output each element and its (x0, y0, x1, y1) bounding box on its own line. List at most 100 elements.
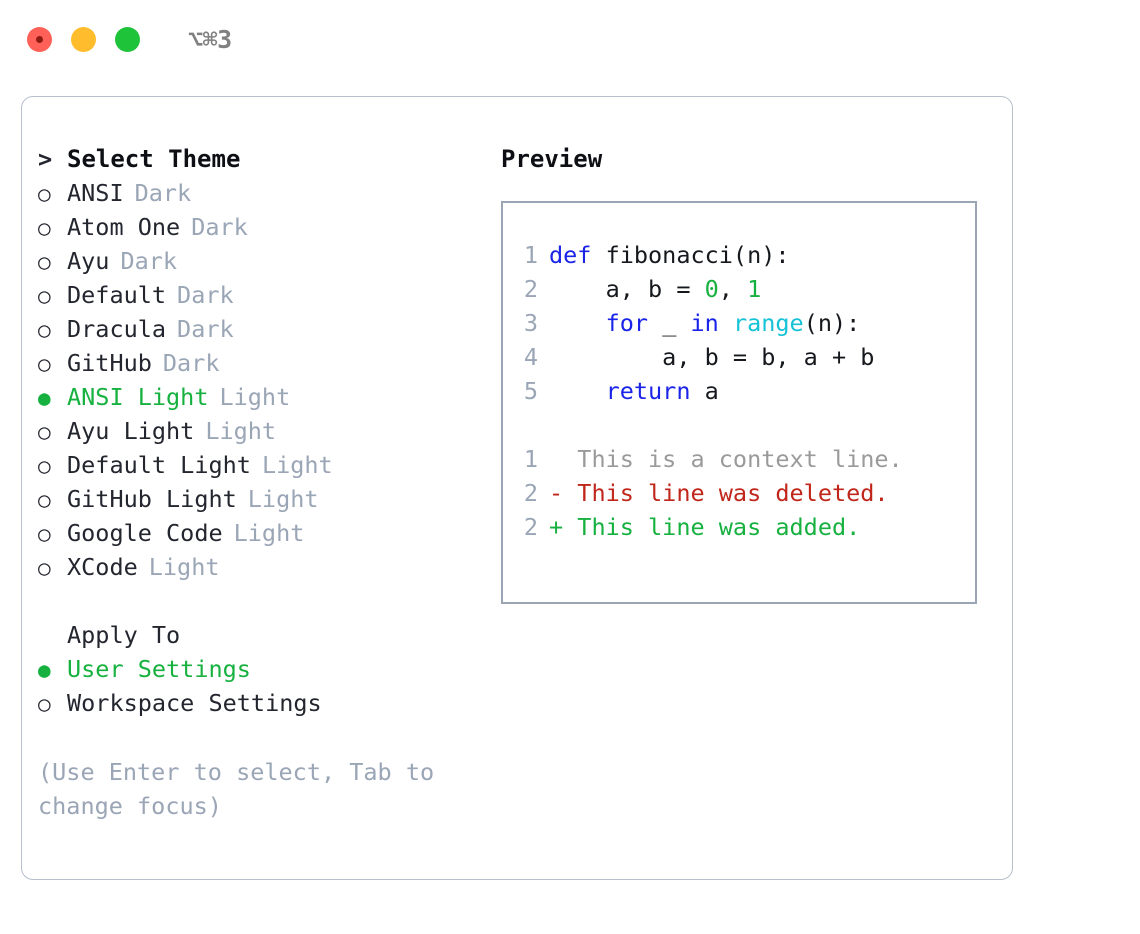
theme-option-google-code[interactable]: ○ Google Code Light (38, 519, 478, 553)
title-bar: ⌥⌘3 (0, 0, 1140, 78)
theme-option-label: Google Code (67, 519, 223, 547)
line-number: 2 (523, 275, 538, 303)
theme-option-ansi[interactable]: ○ ANSI Dark (38, 179, 478, 213)
theme-variant-badge: Light (205, 417, 277, 445)
code-token-num: 0 (704, 275, 719, 303)
apply-to-option-workspace-settings[interactable]: ○ Workspace Settings (38, 689, 478, 723)
apply-to-list: ● User Settings ○ Workspace Settings (38, 655, 478, 723)
radio-unselected-icon: ○ (38, 454, 51, 478)
diff-line-add: 2+ This line was added. (503, 513, 975, 547)
code-token-txt: (n): (803, 309, 861, 337)
theme-variant-badge: Light (233, 519, 305, 547)
theme-picker-header: > Select Theme (38, 145, 478, 179)
code-line: 4 a, b = b, a + b (503, 343, 975, 377)
theme-variant-badge: Dark (162, 349, 220, 377)
line-number: 1 (523, 445, 538, 473)
radio-unselected-icon: ○ (38, 692, 51, 716)
preview-panel: 1 def fibonacci(n): 2 a, b = 0, 1 3 for _ i… (501, 201, 977, 604)
code-line: 5 return a (503, 377, 975, 411)
radio-selected-icon: ● (38, 386, 51, 410)
line-number: 5 (523, 377, 538, 405)
theme-variant-badge: Light (219, 383, 291, 411)
window-controls (27, 26, 140, 52)
code-token-txt: a, b = b, a + b (549, 343, 875, 371)
theme-option-label: Atom One (67, 213, 181, 241)
minimize-button[interactable] (71, 26, 96, 52)
diff-sample: 1 This is a context line.2- This line wa… (503, 445, 975, 547)
apply-to-title: Apply To (67, 621, 181, 649)
apply-to-option-label: User Settings (67, 655, 251, 683)
theme-variant-badge: Dark (177, 281, 234, 309)
keyboard-hint: (Use Enter to select, Tab to change focu… (38, 758, 449, 820)
diff-line-ctx: 1 This is a context line. (503, 445, 975, 479)
code-token-kw: in (690, 309, 719, 337)
theme-variant-badge: Dark (120, 247, 178, 275)
theme-option-label: ANSI Light (67, 383, 209, 411)
caret-icon: > (38, 145, 53, 173)
page-title: Select Theme (67, 145, 241, 173)
code-token-txt: a, b = (549, 275, 705, 303)
radio-selected-icon: ● (38, 658, 51, 682)
theme-option-label: XCode (67, 553, 138, 581)
theme-option-label: Default Light (67, 451, 251, 479)
apply-to-option-user-settings[interactable]: ● User Settings (38, 655, 478, 689)
code-sample: 1 def fibonacci(n): 2 a, b = 0, 1 3 for _ i… (503, 241, 975, 411)
radio-unselected-icon: ○ (38, 216, 51, 240)
code-spacer (503, 411, 975, 445)
theme-variant-badge: Dark (191, 213, 248, 241)
apply-to-option-label: Workspace Settings (67, 689, 322, 717)
code-token-txt: a (690, 377, 719, 405)
theme-variant-badge: Dark (134, 179, 192, 207)
keyboard-shortcut-label: ⌥⌘3 (188, 24, 232, 54)
line-number: 2 (523, 479, 538, 507)
theme-option-label: ANSI (67, 179, 124, 207)
radio-unselected-icon: ○ (38, 318, 51, 342)
code-token-txt: fibonacci(n): (605, 241, 790, 269)
radio-unselected-icon: ○ (38, 522, 51, 546)
diff-line-text: + This line was added. (549, 513, 861, 541)
radio-unselected-icon: ○ (38, 488, 51, 512)
code-token-fn: range (732, 309, 804, 337)
theme-option-dracula[interactable]: ○ Dracula Dark (38, 315, 478, 349)
close-button[interactable] (27, 26, 52, 52)
line-number: 4 (523, 343, 538, 371)
line-number: 1 (523, 241, 538, 269)
theme-variant-badge: Light (247, 485, 319, 513)
code-token-kw: def (549, 241, 606, 269)
radio-unselected-icon: ○ (38, 420, 51, 444)
code-line-text: return a (549, 377, 719, 405)
radio-unselected-icon: ○ (38, 182, 51, 206)
spacer (38, 587, 478, 621)
theme-option-atom-one[interactable]: ○ Atom One Dark (38, 213, 478, 247)
theme-option-label: Dracula (67, 315, 167, 343)
theme-variant-badge: Dark (177, 315, 234, 343)
code-line-text: def fibonacci(n): (549, 241, 790, 269)
code-token-num: 1 (747, 275, 762, 303)
zoom-button[interactable] (115, 26, 140, 52)
code-line-text: a, b = 0, 1 (549, 275, 762, 303)
code-line: 1 def fibonacci(n): (503, 241, 975, 275)
code-token-txt (719, 309, 733, 337)
theme-option-label: Ayu (67, 247, 110, 275)
theme-option-ansi-light[interactable]: ● ANSI Light Light (38, 383, 478, 417)
code-token-txt: , (718, 275, 748, 303)
code-line: 3 for _ in range(n): (503, 309, 975, 343)
preview-title: Preview (501, 145, 603, 173)
code-token-kw: for (605, 309, 649, 337)
line-number: 3 (523, 309, 538, 337)
theme-variant-badge: Light (148, 553, 220, 581)
theme-option-label: Default (67, 281, 167, 309)
theme-option-label: GitHub (67, 349, 152, 377)
apply-to-header: Apply To (38, 621, 478, 655)
